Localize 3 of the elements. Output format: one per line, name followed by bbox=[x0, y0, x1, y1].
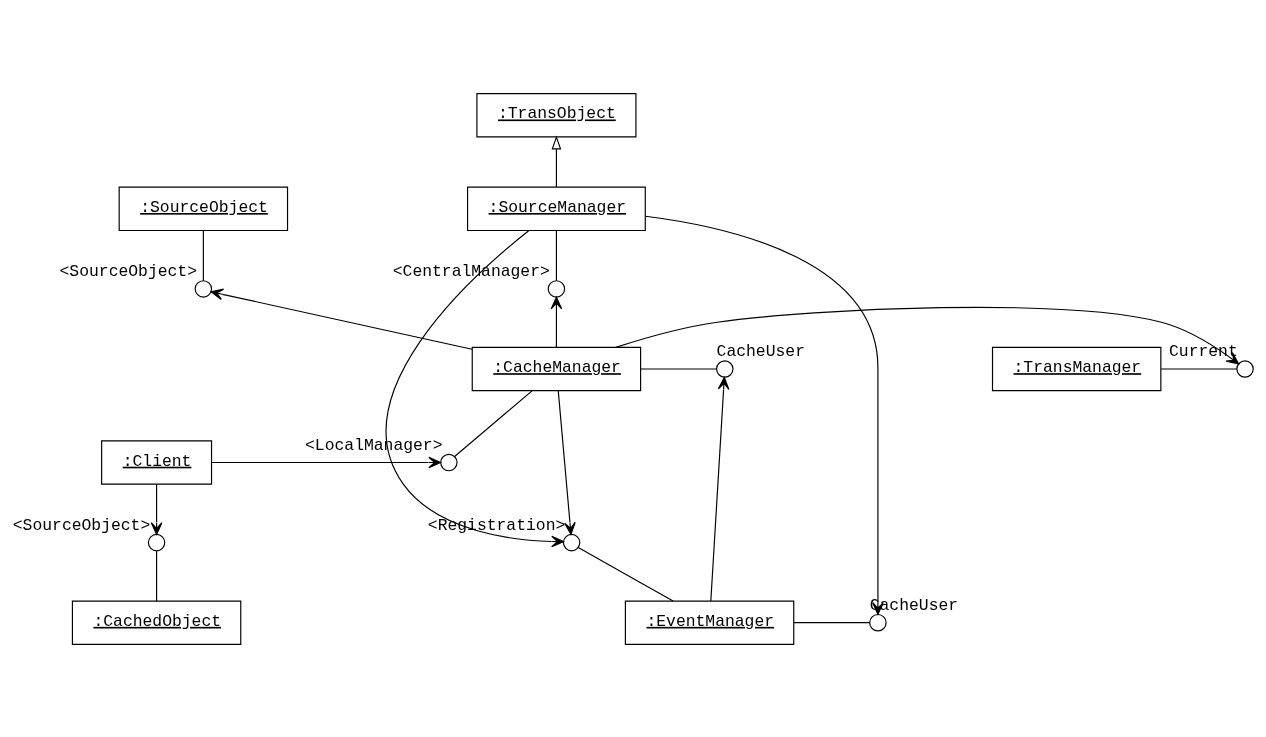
node-label: <SourceObject> bbox=[12, 515, 151, 535]
node-label: CacheUser bbox=[716, 341, 805, 361]
node-label: <SourceObject> bbox=[59, 261, 198, 281]
